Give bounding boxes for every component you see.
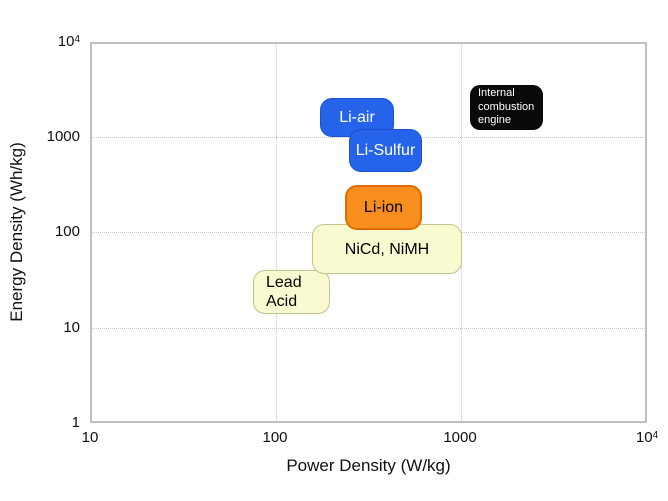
region-li-sulfur: Li-Sulfur [349, 129, 422, 172]
tick-exponent: 4 [74, 34, 80, 45]
region-label: Li-ion [363, 199, 404, 216]
region-label-line: engine [478, 114, 512, 127]
tick-exponent: 4 [652, 430, 659, 441]
region-label-line: Acid [266, 293, 298, 310]
x-axis-label: Power Density (W/kg) [286, 456, 451, 475]
gridline-y-10 [92, 328, 645, 329]
region-label-line: Lead [266, 274, 302, 291]
region-li-ion: Li-ion [345, 185, 422, 230]
region-nicd-nimh: NiCd, NiMH [312, 224, 462, 274]
region-lead-acid: Lead Acid [253, 270, 330, 314]
x-tick-10: 10 [81, 429, 99, 446]
plot-area: Lead Acid NiCd, NiMH Li-ion Li-air Li-Su… [90, 42, 647, 423]
y-axis-label: Energy Density (Wh/kg) [7, 142, 26, 322]
y-tick-1000: 1000 [46, 128, 80, 145]
x-tick-10000: 104 [617, 428, 668, 448]
region-internal-combustion-engine: Internal combustion engine [470, 85, 543, 130]
y-tick-1: 1 [71, 414, 80, 431]
x-tick-1000: 1000 [443, 429, 477, 446]
region-label: NiCd, NiMH [344, 240, 430, 258]
region-label: Li-Sulfur [355, 142, 416, 159]
tick-base: 10 [57, 33, 75, 50]
y-tick-10: 10 [63, 319, 80, 336]
region-label: Li-air [339, 109, 375, 126]
y-tick-100: 100 [54, 223, 80, 240]
region-label-line: Internal [478, 87, 515, 100]
tick-base: 10 [635, 429, 653, 446]
region-label-line: combustion [478, 100, 535, 113]
y-tick-10000: 104 [26, 32, 80, 52]
x-tick-100: 100 [262, 429, 288, 446]
